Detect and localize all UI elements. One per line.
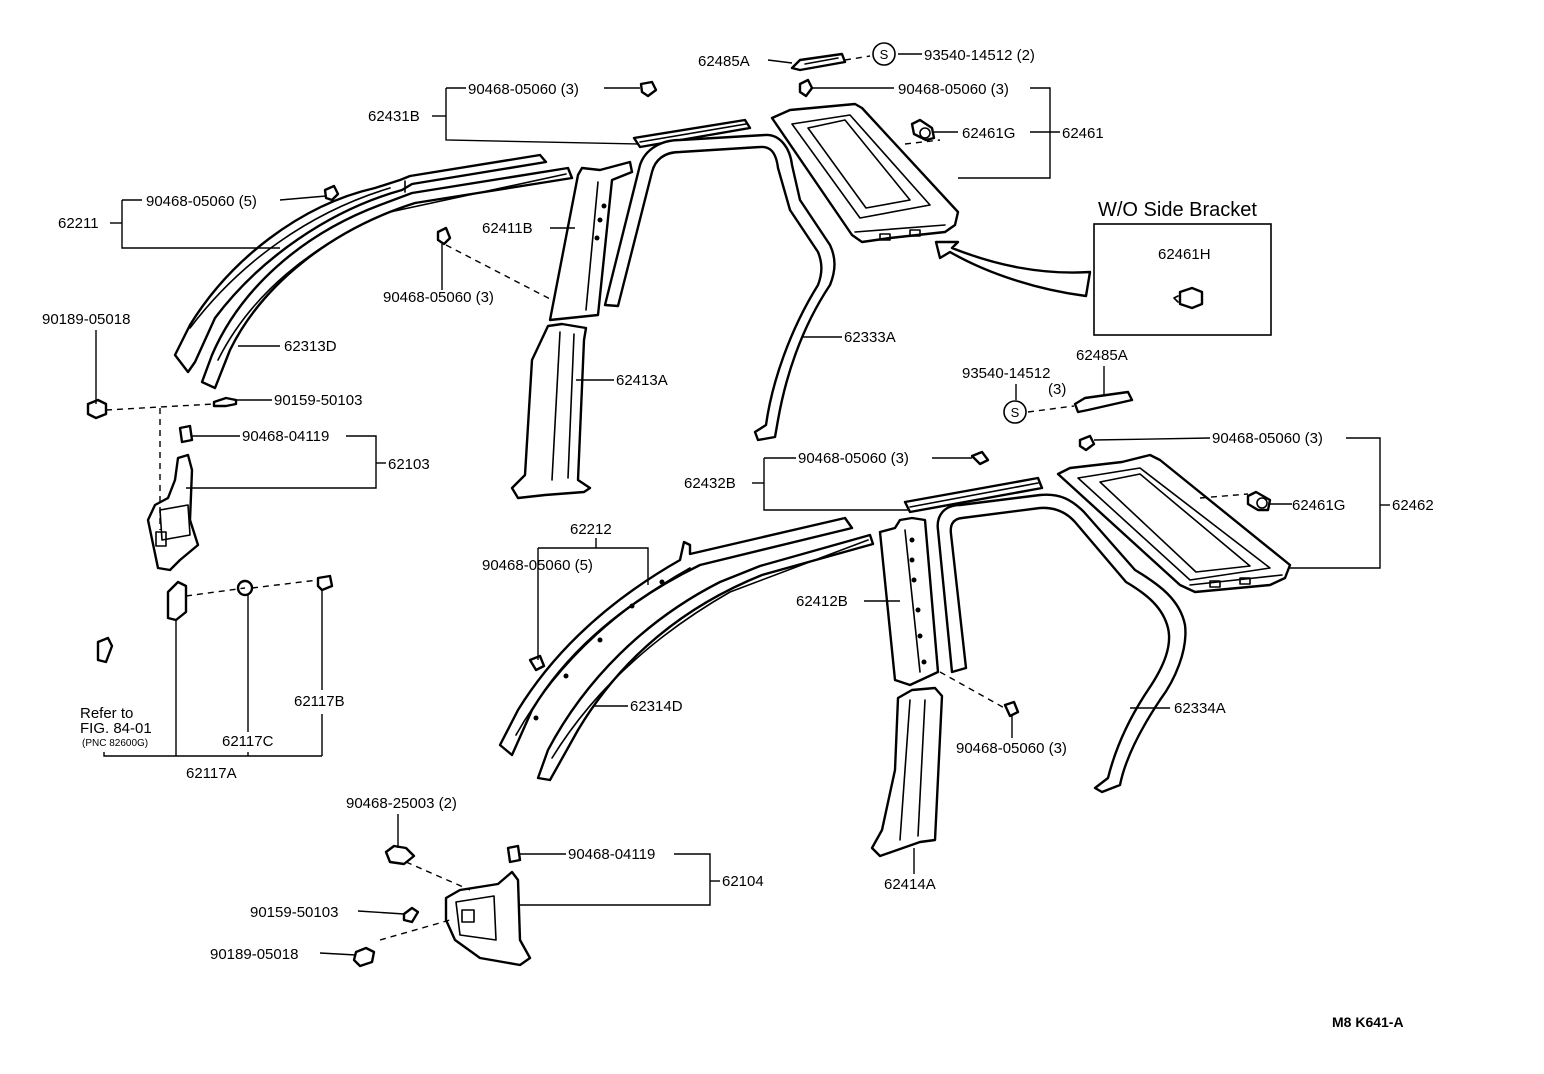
label-62314D: 62314D (630, 698, 683, 715)
quarter-trim-62461 (770, 102, 960, 244)
door-weatherstrip-62333A (603, 133, 836, 442)
clip-90189-top (86, 398, 108, 420)
label-62117B: 62117B (294, 693, 345, 710)
label-62461H: 62461H (1158, 246, 1211, 263)
center-pillar-upper-62411B (548, 160, 634, 322)
label-62485A-top: 62485A (698, 53, 750, 70)
clip-90468-62431B (639, 80, 658, 98)
label-62334A: 62334A (1174, 700, 1226, 717)
label-90468-04119-bottom: 90468-04119 (568, 846, 655, 863)
label-refer-line1: Refer to (80, 705, 133, 722)
label-90159-top: 90159-50103 (274, 392, 362, 409)
label-90468-62212: 90468-05060 (5) (482, 557, 593, 574)
clip-90468-62211 (323, 184, 340, 202)
clip-90468-62432B (970, 450, 990, 466)
inset-wo-side-bracket (934, 223, 1272, 336)
cowl-side-trim-62103 (146, 453, 200, 572)
label-62432B: 62432B (684, 475, 736, 492)
part-labels: 62485A 93540-14512 (2) 90468-05060 (3) 6… (42, 47, 1434, 1030)
clip-62485A-top (790, 52, 847, 72)
label-62412B: 62412B (796, 593, 848, 610)
weatherstrip-62314D (536, 533, 875, 782)
label-90468-62432B: 90468-05060 (3) (798, 450, 909, 467)
clip-90189-bottom (352, 946, 376, 968)
pillar-garnish-62212 (498, 516, 854, 757)
label-90468-25003: 90468-25003 (2) (346, 795, 457, 812)
quarter-trim-62462 (1056, 453, 1292, 594)
label-90468-right: 90468-05060 (3) (1212, 430, 1323, 447)
label-62485A-mid: 62485A (1076, 347, 1128, 364)
label-62117A: 62117A (186, 765, 237, 782)
cowl-side-trim-62104 (444, 870, 532, 967)
screw-90159-bottom (402, 906, 420, 924)
label-90468-bottom-center: 90468-05060 (3) (956, 740, 1067, 757)
clip-90468-bottom-center (1003, 700, 1020, 718)
svg-text:S: S (1011, 405, 1020, 420)
clip-90468-04119-top (178, 424, 194, 444)
clip-90468-top-right (798, 78, 814, 98)
label-90468-04119-top: 90468-04119 (242, 428, 329, 445)
label-93540-mid: 93540-14512 (962, 365, 1050, 382)
center-pillar-lower-62413A (510, 322, 592, 500)
screw-90159-top (212, 396, 238, 408)
label-90468-62211: 90468-05060 (5) (146, 193, 257, 210)
pillar-garnish-62211 (173, 153, 548, 374)
label-90468-center-left: 90468-05060 (3) (383, 289, 494, 306)
label-62461G-right: 62461G (1292, 497, 1345, 514)
label-93540-mid-qty: (3) (1048, 381, 1066, 398)
label-refer-line2: FIG. 84-01 (80, 720, 152, 737)
clip-90468-62212 (528, 654, 546, 672)
center-pillar-lower-62414A (870, 686, 944, 858)
s-symbol-mid: S (1003, 400, 1027, 424)
label-90468-top-right: 90468-05060 (3) (898, 81, 1009, 98)
label-62103: 62103 (388, 456, 430, 473)
clip-90468-center-left (436, 226, 452, 246)
s-symbol-top: S (872, 42, 896, 66)
label-62462: 62462 (1392, 497, 1434, 514)
label-90189-bottom: 90189-05018 (210, 946, 298, 963)
clip-90468-04119-bottom (506, 844, 522, 864)
label-62313D: 62313D (284, 338, 337, 355)
label-62117C: 62117C (222, 733, 274, 750)
label-refer-line3: (PNC 82600G) (82, 738, 148, 749)
leader-lines (95, 53, 1390, 956)
cap-refer-fig (96, 636, 114, 664)
label-62212: 62212 (570, 521, 612, 538)
label-62414A: 62414A (884, 876, 936, 893)
trim-62117A-plate (166, 580, 188, 622)
inset-title: W/O Side Bracket (1098, 199, 1257, 221)
clip-62461G-top (910, 118, 936, 142)
door-weatherstrip-62334A (936, 493, 1187, 794)
clip-62461G-right (1246, 490, 1272, 512)
clip-62117B (316, 574, 334, 592)
label-62413A: 62413A (616, 372, 668, 389)
label-62104: 62104 (722, 873, 764, 890)
diagram-code: M8 K641-A (1332, 1014, 1404, 1030)
label-93540-top: 93540-14512 (2) (924, 47, 1035, 64)
label-62461G-top: 62461G (962, 125, 1015, 142)
label-90468-62431B: 90468-05060 (3) (468, 81, 579, 98)
roof-rail-62432B (903, 476, 1044, 514)
label-62211: 62211 (58, 215, 99, 232)
svg-text:S: S (880, 47, 889, 62)
label-90159-bottom: 90159-50103 (250, 904, 338, 921)
center-pillar-upper-62412B (878, 516, 940, 687)
label-90189-top: 90189-05018 (42, 311, 130, 328)
clip-90468-25003 (384, 844, 416, 866)
clip-90468-right (1078, 434, 1096, 452)
clip-62485A-mid (1073, 390, 1134, 414)
label-62431B: 62431B (368, 108, 420, 125)
label-62461: 62461 (1062, 125, 1104, 142)
weatherstrip-62313D (200, 166, 574, 390)
label-62411B: 62411B (482, 220, 533, 237)
label-62333A: 62333A (844, 329, 896, 346)
